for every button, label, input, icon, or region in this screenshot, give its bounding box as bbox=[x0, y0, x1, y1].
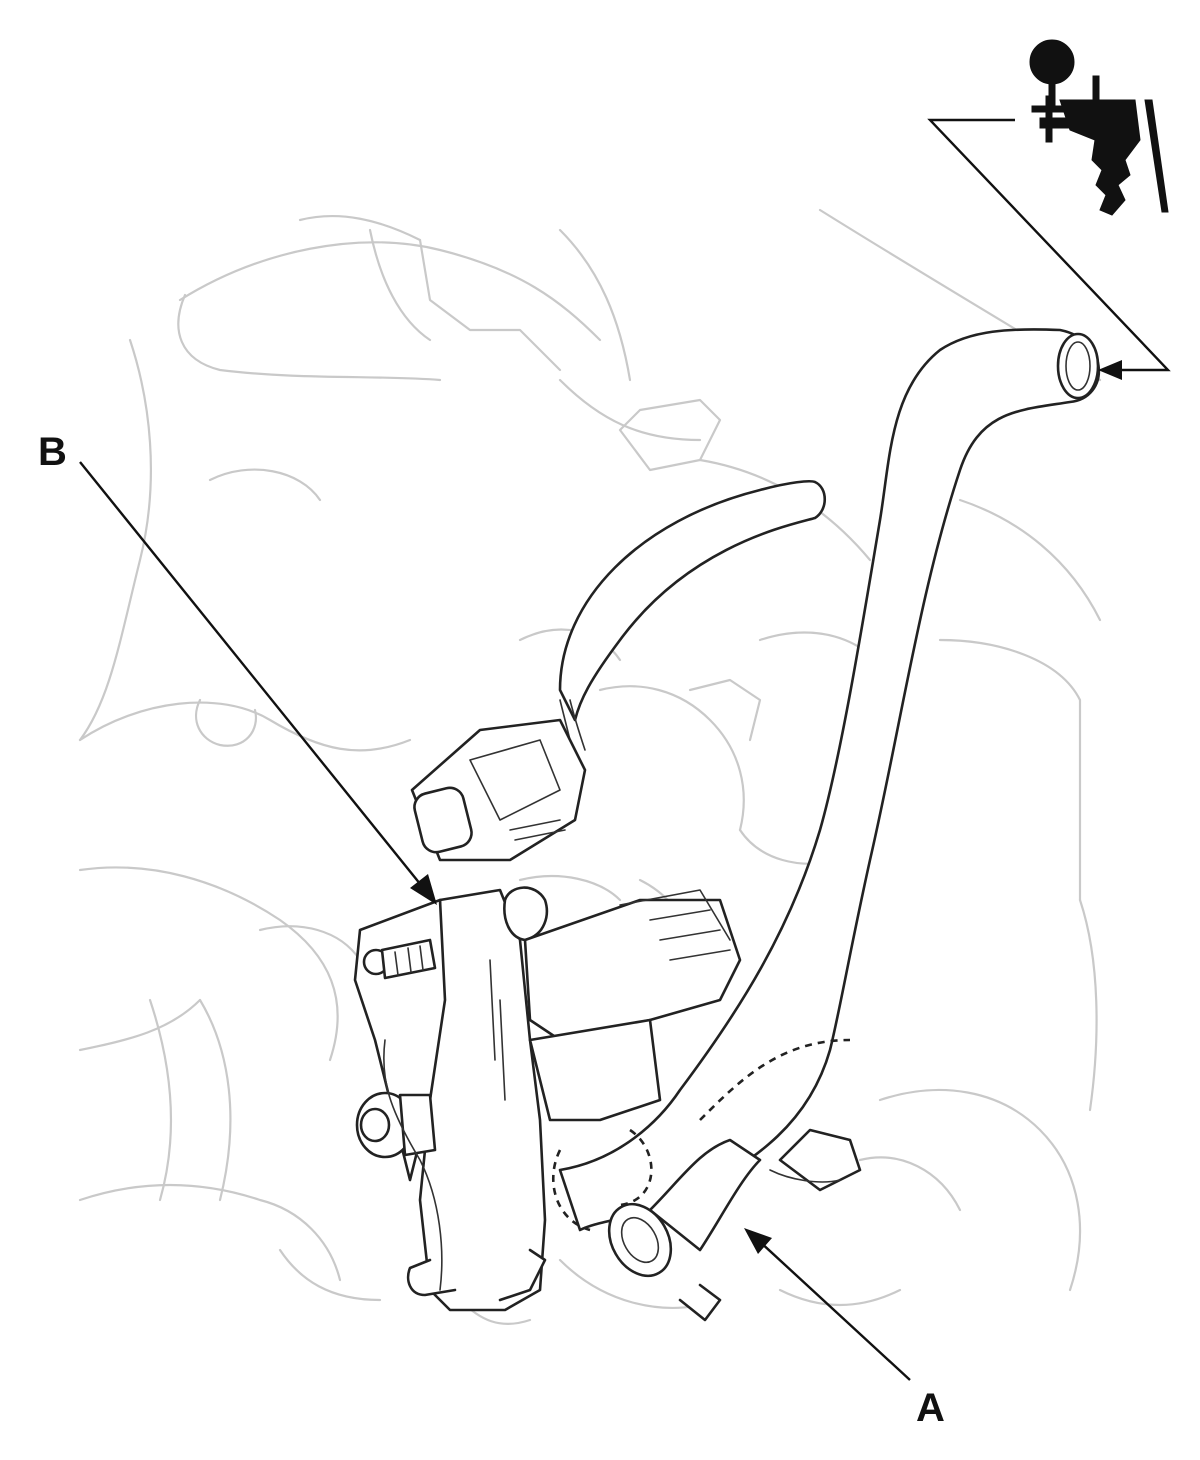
arrowhead-tool bbox=[1098, 360, 1122, 380]
disconnected-connector bbox=[410, 718, 587, 862]
tool-leader bbox=[927, 118, 1171, 372]
callout-label-b: B bbox=[38, 430, 67, 474]
callout-label-a: A bbox=[916, 1386, 945, 1430]
leader-line-b bbox=[79, 461, 426, 891]
callout-leaders bbox=[79, 118, 1171, 1381]
vacuum-hose bbox=[552, 328, 1101, 1322]
arrowhead-a bbox=[744, 1228, 772, 1254]
vacuum-pump-gauge-icon bbox=[1029, 39, 1169, 216]
arrowhead-b bbox=[410, 874, 437, 905]
wire-harness bbox=[558, 479, 827, 761]
valve-assembly bbox=[353, 886, 742, 1312]
leader-line-a bbox=[757, 1239, 911, 1381]
